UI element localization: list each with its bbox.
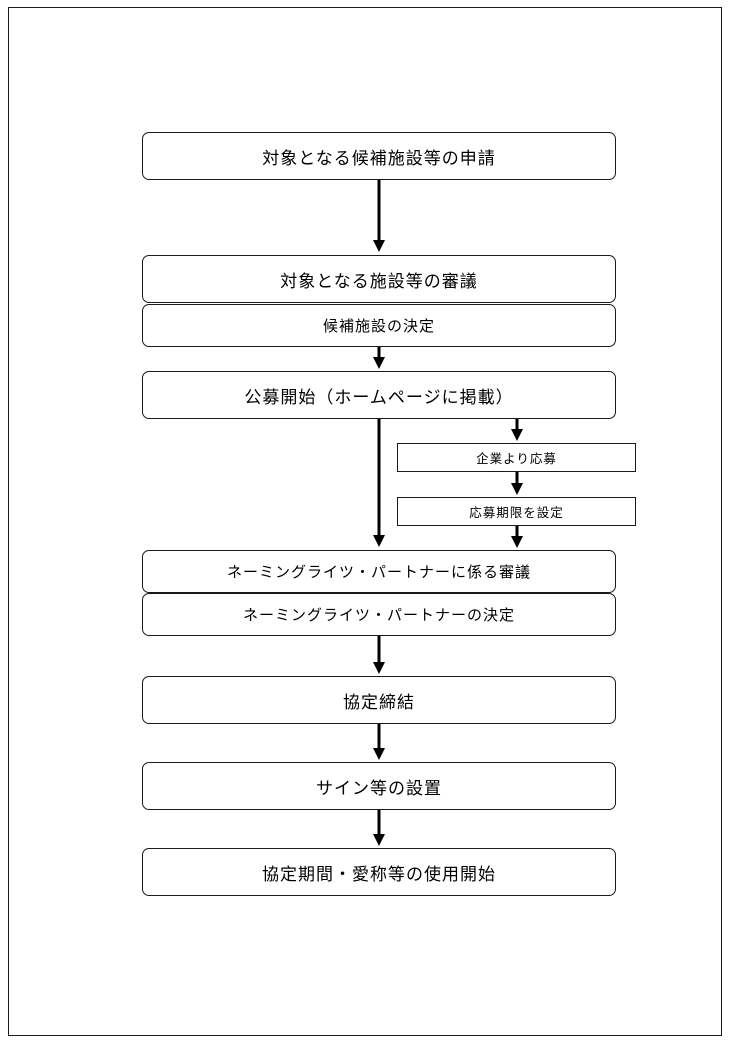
side-deadline-setting-label: 応募期限を設定 bbox=[469, 505, 564, 520]
step-public-offering: 公募開始（ホームページに掲載） bbox=[142, 371, 616, 419]
side-company-application: 企業より応募 bbox=[397, 443, 636, 472]
step-partner-decision: ネーミングライツ・パートナーの決定 bbox=[142, 593, 616, 636]
step-partner-review: ネーミングライツ・パートナーに係る審議 bbox=[142, 550, 616, 593]
step-candidate-decision: 候補施設の決定 bbox=[142, 304, 616, 347]
step-partner-decision-label: ネーミングライツ・パートナーの決定 bbox=[242, 606, 515, 624]
step-sign-installation-label: サイン等の設置 bbox=[316, 778, 442, 799]
step-partner-review-label: ネーミングライツ・パートナーに係る審議 bbox=[226, 563, 531, 581]
side-deadline-setting: 応募期限を設定 bbox=[397, 497, 636, 526]
step-agreement: 協定締結 bbox=[142, 676, 616, 724]
step-usage-start-label: 協定期間・愛称等の使用開始 bbox=[262, 864, 496, 885]
step-application-label: 対象となる候補施設等の申請 bbox=[262, 148, 496, 169]
step-candidate-decision-label: 候補施設の決定 bbox=[322, 317, 435, 335]
step-facility-review-label: 対象となる施設等の審議 bbox=[280, 271, 478, 292]
step-sign-installation: サイン等の設置 bbox=[142, 762, 616, 810]
step-public-offering-label: 公募開始（ホームページに掲載） bbox=[244, 387, 514, 408]
side-company-application-label: 企業より応募 bbox=[476, 451, 557, 466]
step-application: 対象となる候補施設等の申請 bbox=[142, 132, 616, 180]
step-facility-review: 対象となる施設等の審議 bbox=[142, 255, 616, 303]
step-usage-start: 協定期間・愛称等の使用開始 bbox=[142, 848, 616, 896]
page-frame bbox=[8, 7, 722, 1036]
step-agreement-label: 協定締結 bbox=[343, 692, 415, 713]
